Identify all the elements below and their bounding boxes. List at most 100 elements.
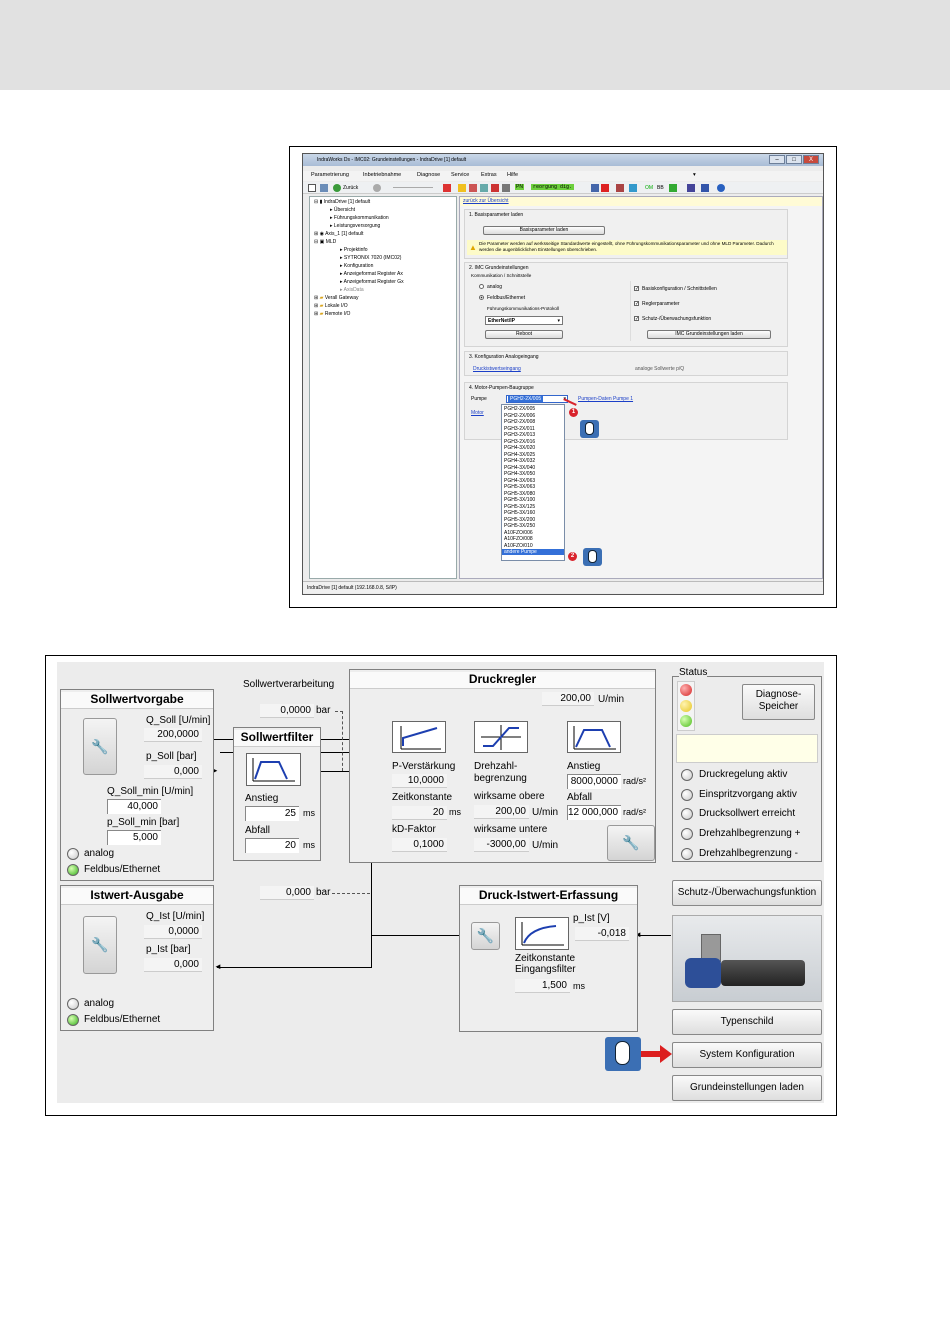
ramp-abfall-input[interactable]: 12 000,000 — [567, 805, 621, 820]
pump-option[interactable]: PGH5-3X/200 — [504, 516, 536, 523]
pump-option[interactable]: PGH5-3X/125 — [504, 503, 536, 510]
menu-diagnose[interactable]: Diagnose — [417, 172, 441, 178]
pump-option[interactable]: PGH5-3X/250 — [504, 523, 536, 529]
pump-option[interactable]: PGH2-2X/005 — [504, 406, 536, 412]
tool-icon-6[interactable] — [591, 184, 599, 192]
tree-node-sytronix[interactable]: ▸ SYTRONIX 7020 (IMC02) — [340, 255, 402, 261]
pump-option[interactable]: PGH5-3X/100 — [504, 497, 536, 503]
checkbox-basiskonfiguration[interactable]: ✓Basiskonfiguration / Schnittstellen — [634, 286, 717, 293]
radio-analog[interactable]: analog — [479, 284, 502, 290]
back-arrow-icon[interactable] — [333, 184, 341, 192]
system-konfiguration-button[interactable]: System Konfiguration — [672, 1042, 822, 1068]
mouse-click-icon-1 — [580, 420, 599, 438]
checkbox-reglerparameter[interactable]: ✓Reglerparameter — [634, 301, 680, 308]
diagnose-speicher-button[interactable]: Diagnose- Speicher — [742, 684, 815, 720]
menu-inbetriebnahme[interactable]: Inbetriebnahme — [363, 172, 402, 178]
pump-option[interactable]: A10FZO/010 — [504, 542, 533, 549]
tree-node-lokale-io[interactable]: ⊞ ▰ Lokale I/O — [314, 303, 348, 309]
protokoll-select[interactable]: EtherNet/IP ▾ — [485, 316, 563, 325]
menu-extras[interactable]: Extras — [481, 172, 497, 178]
home-icon[interactable] — [320, 184, 328, 192]
forward-arrow-icon[interactable] — [373, 184, 381, 192]
motor-link[interactable]: Motor — [471, 410, 484, 416]
basisparameter-laden-button[interactable]: Basisparameter laden — [483, 226, 605, 235]
pump-option[interactable]: PGH5-3X/160 — [504, 510, 536, 516]
pump-option[interactable]: PGH5-3X/080 — [504, 490, 536, 497]
search-icon[interactable]: ▾ — [693, 172, 696, 178]
menu-hilfe[interactable]: Hilfe — [507, 172, 519, 178]
tool-icon-3[interactable] — [480, 184, 488, 192]
pump-option[interactable]: PGH4-3X/020 — [504, 445, 536, 451]
tree-node-leistung[interactable]: ▸ Leistungsversorgung — [330, 223, 381, 229]
filter-abfall-input[interactable]: 20 — [245, 838, 299, 853]
tree-node-remote-io[interactable]: ⊞ ▰ Remote I/O — [314, 311, 351, 317]
tool-icon-9[interactable] — [669, 184, 677, 192]
minimize-button[interactable]: – — [769, 155, 785, 164]
tree-node-fuehrung[interactable]: ▸ Führungskommunikation — [330, 215, 389, 221]
window-icon[interactable] — [308, 184, 316, 192]
tool-icon-1[interactable] — [443, 184, 451, 192]
tree-node-register-gx[interactable]: ▸ Anzeigeformat Register Gx — [340, 279, 404, 285]
pump-option[interactable]: PGH2-2X/006 — [504, 412, 536, 419]
druckistwert-link[interactable]: Druckistwertseingang — [473, 366, 521, 372]
star-icon[interactable] — [458, 184, 466, 192]
step-badge-2: 2 — [568, 552, 577, 561]
grundeinstellungen-laden-button[interactable]: Grundeinstellungen laden — [672, 1075, 822, 1101]
druck-settings-button[interactable]: 🔧 — [471, 922, 500, 950]
pump-option[interactable]: PGH5-3X/063 — [504, 484, 536, 490]
checkbox-schutz[interactable]: ✓Schutz-/Überwachungsfunktion — [634, 316, 712, 323]
menu-service[interactable]: Service — [451, 172, 470, 178]
reboot-button[interactable]: Reboot — [485, 330, 563, 339]
pumpe-select[interactable]: PGH2-2X/005 ▾ — [506, 395, 568, 403]
close-button[interactable]: X — [803, 155, 819, 164]
pump-option[interactable]: A10FZO/008 — [504, 536, 533, 542]
back-button[interactable]: Zurück — [343, 185, 359, 191]
tree-node-projektinfo[interactable]: ▸ Projektinfo — [340, 247, 368, 253]
tool-icon-4[interactable] — [491, 184, 499, 192]
menu-parametrierung[interactable]: Parametrierung — [311, 172, 349, 178]
pump-option[interactable]: PGH4-3X/040 — [504, 464, 536, 471]
tool-icon-7[interactable] — [616, 184, 624, 192]
pump-option[interactable]: A10FZO/006 — [504, 529, 533, 536]
q-soll-min-input[interactable]: 40,000 — [107, 799, 161, 814]
pump-option[interactable]: PGH2-2X/008 — [504, 419, 536, 425]
tree-node-axis[interactable]: ⊞ ◉ Axis_1 [1] default — [314, 231, 364, 237]
sollwert-settings-button[interactable]: 🔧 — [83, 718, 117, 775]
tree-node-gateway[interactable]: ⊞ ▰ Verall Gateway — [314, 295, 359, 301]
druckregler-settings-button[interactable]: 🔧 — [607, 825, 655, 861]
imc-grundeinstellungen-laden-button[interactable]: IMC Grundeinstellungen laden — [647, 330, 771, 339]
pump-option[interactable]: PGH4-3X/032 — [504, 458, 536, 464]
filter-anstieg-input[interactable]: 25 — [245, 806, 299, 821]
pump-option[interactable]: PGH4-3X/025 — [504, 451, 536, 458]
pumpen-daten-link[interactable]: Pumpen-Daten Pumpe 1 — [578, 396, 634, 402]
pump-option[interactable]: PGH3-2X/016 — [504, 438, 536, 445]
pump-dropdown-list[interactable]: PGH2-2X/005 PGH2-2X/006 PGH2-2X/008 PGH3… — [501, 404, 565, 561]
p-soll-min-input[interactable]: 5,000 — [107, 830, 161, 845]
radio-feldbus[interactable]: Feldbus/Ethernet — [479, 295, 525, 301]
pump-option[interactable]: PGH3-2X/011 — [504, 425, 535, 432]
istwert-settings-button[interactable]: 🔧 — [83, 916, 117, 974]
pump-option[interactable]: PGH3-2X/013 — [504, 432, 536, 438]
tree-node-konfiguration[interactable]: ▸ Konfiguration — [340, 263, 374, 269]
ramp-anstieg-input[interactable]: 8000,0000 — [567, 774, 621, 789]
tool-icon-11[interactable] — [701, 184, 709, 192]
tool-icon-8[interactable] — [629, 184, 637, 192]
back-to-overview-link[interactable]: zurück zur Übersicht — [463, 198, 509, 204]
pump-option[interactable]: PGH4-3X/050 — [504, 471, 536, 477]
tool-icon-5[interactable] — [502, 184, 510, 192]
typenschild-button[interactable]: Typenschild — [672, 1009, 822, 1035]
tree-node-indradrive[interactable]: ⊟ ▮ IndraDrive [1] default — [314, 199, 371, 205]
tree-node-axisdata[interactable]: ▸ AxisData — [340, 287, 364, 293]
tool-icon-2[interactable] — [469, 184, 477, 192]
tree-node-mld[interactable]: ⊟ ▣ MLD — [314, 239, 337, 245]
maximize-button[interactable]: □ — [786, 155, 802, 164]
tree-node-register-ax[interactable]: ▸ Anzeigeformat Register Ax — [340, 271, 403, 277]
pump-option[interactable]: PGH4-3X/063 — [504, 477, 536, 484]
help-icon[interactable] — [717, 184, 725, 192]
stop-icon[interactable] — [601, 184, 609, 192]
window-titlebar[interactable]: IndraWorks Ds - IMC02: Grundeinstellunge… — [303, 154, 823, 166]
tree-node-uebersicht[interactable]: ▸ Übersicht — [330, 207, 356, 213]
tool-icon-10[interactable] — [687, 184, 695, 192]
pump-option-andere[interactable]: andere Pumpe — [502, 549, 564, 555]
schutz-ueberwachung-button[interactable]: Schutz-/Überwachungsfunktion — [672, 880, 822, 906]
